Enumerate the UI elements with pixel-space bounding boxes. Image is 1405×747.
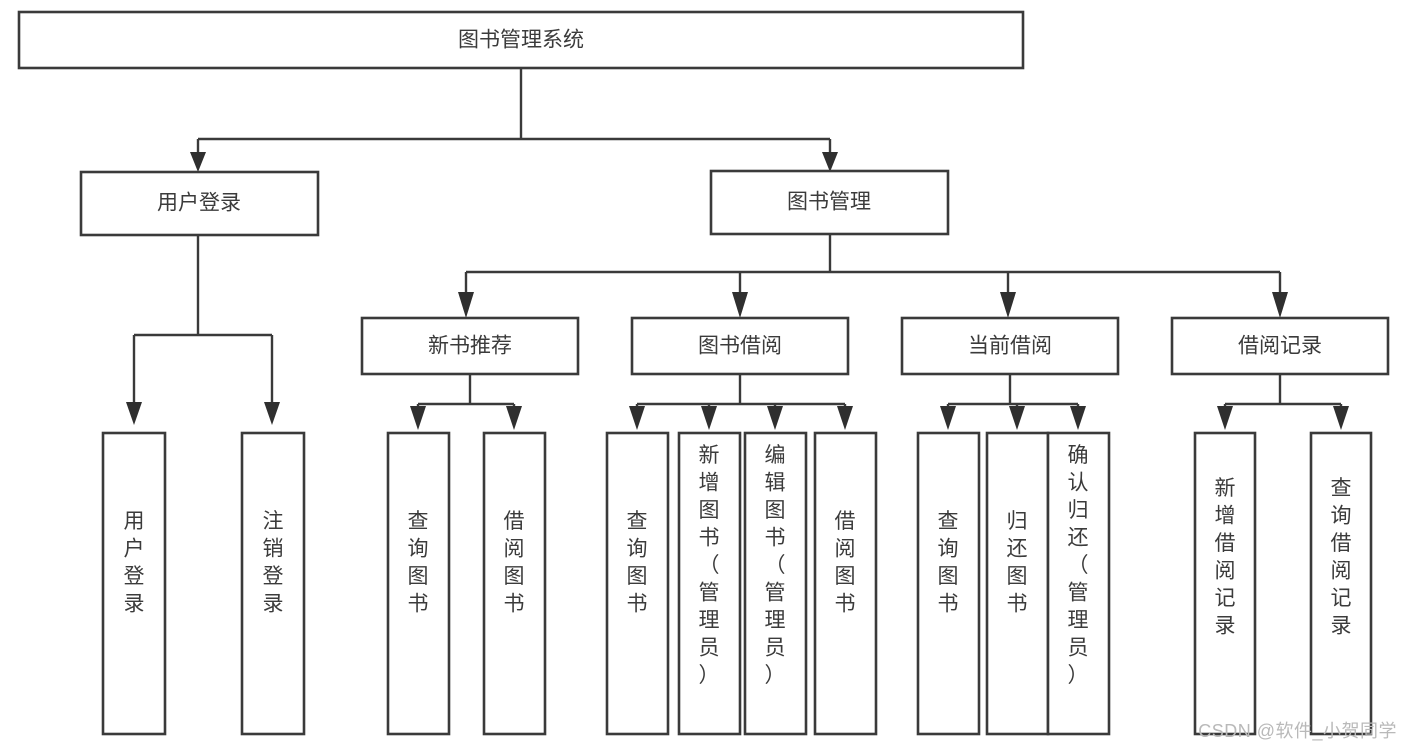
node-book-management-label: 图书管理	[787, 191, 871, 214]
arrowhead-book-management	[822, 152, 838, 172]
node-book-borrow[interactable]: 图书借阅	[630, 316, 850, 376]
node-user-login-label: 用户登录	[157, 192, 241, 215]
node-leaf-borrow-book-1-box[interactable]	[482, 431, 547, 736]
arrowhead-leaf-return-book	[1009, 406, 1025, 430]
node-current-borrow-label: 当前借阅	[968, 335, 1052, 358]
node-leaf-query-book-3-label: 查询图书	[938, 510, 959, 616]
node-leaf-borrow-book-2-label: 借阅图书	[835, 510, 856, 616]
node-root-label: 图书管理系统	[458, 29, 584, 52]
node-leaf-query-book-2-box[interactable]	[605, 431, 670, 736]
arrowhead-user-login	[190, 152, 206, 172]
node-book-borrow-label: 图书借阅	[698, 335, 782, 358]
node-leaf-user-logout[interactable]: 注销登录	[240, 431, 306, 736]
node-leaf-query-book-3-box[interactable]	[916, 431, 981, 736]
node-book-management-box[interactable]	[709, 169, 950, 236]
node-leaf-edit-book-label: 编辑图书（管理员）	[765, 444, 786, 687]
node-leaf-add-record-box[interactable]	[1193, 431, 1257, 736]
node-leaf-confirm-return-label: 确认归还（管理员）	[1068, 444, 1089, 687]
node-leaf-query-book-1-label: 查询图书	[408, 510, 429, 616]
node-borrow-record-box[interactable]	[1170, 316, 1390, 376]
node-leaf-user-logout-label: 注销登录	[263, 510, 284, 616]
node-root-box[interactable]	[17, 10, 1025, 70]
arrowhead-leaf-user-logout	[264, 402, 280, 425]
node-current-borrow[interactable]: 当前借阅	[900, 316, 1120, 376]
node-leaf-borrow-book-2[interactable]: 借阅图书	[813, 431, 878, 736]
node-user-login[interactable]: 用户登录	[79, 170, 320, 237]
node-leaf-add-book-box[interactable]	[677, 431, 742, 736]
node-user-login-box[interactable]	[79, 170, 320, 237]
connector-layer	[126, 68, 1349, 430]
arrowhead-leaf-add-book	[701, 406, 717, 430]
node-leaf-borrow-book-2-box[interactable]	[813, 431, 878, 736]
node-leaf-borrow-book-1[interactable]: 借阅图书	[482, 431, 547, 736]
node-leaf-query-book-2-label: 查询图书	[627, 510, 648, 616]
node-leaf-add-book-label: 新增图书（管理员）	[699, 444, 720, 687]
node-new-book-recommend[interactable]: 新书推荐	[360, 316, 580, 376]
node-leaf-user-login-box[interactable]	[101, 431, 167, 736]
arrowhead-leaf-query-book-1	[410, 406, 426, 430]
node-new-book-recommend-box[interactable]	[360, 316, 580, 376]
node-leaf-edit-book[interactable]: 编辑图书（管理员）	[743, 431, 808, 736]
node-leaf-query-book-3[interactable]: 查询图书	[916, 431, 981, 736]
node-leaf-edit-book-box[interactable]	[743, 431, 808, 736]
arrowhead-leaf-confirm-return	[1070, 406, 1086, 430]
arrowhead-new-book-recommend	[458, 292, 474, 318]
node-leaf-return-book[interactable]: 归还图书	[985, 431, 1050, 736]
node-leaf-query-book-1-box[interactable]	[386, 431, 451, 736]
arrowhead-leaf-query-book-2	[629, 406, 645, 430]
arrowhead-leaf-user-login	[126, 402, 142, 425]
node-leaf-query-record-label: 查询借阅记录	[1331, 477, 1352, 638]
arrowhead-borrow-record	[1272, 292, 1288, 318]
node-leaf-query-record-box[interactable]	[1309, 431, 1373, 736]
node-new-book-recommend-label: 新书推荐	[428, 335, 512, 358]
arrowhead-leaf-borrow-book-1	[506, 406, 522, 430]
node-current-borrow-box[interactable]	[900, 316, 1120, 376]
node-leaf-user-login[interactable]: 用户登录	[101, 431, 167, 736]
arrowhead-leaf-edit-book	[767, 406, 783, 430]
node-leaf-add-record[interactable]: 新增借阅记录	[1193, 431, 1257, 736]
node-borrow-record-label: 借阅记录	[1238, 335, 1322, 358]
node-leaf-query-book-2[interactable]: 查询图书	[605, 431, 670, 736]
node-leaf-borrow-book-1-label: 借阅图书	[504, 510, 525, 616]
node-leaf-query-record[interactable]: 查询借阅记录	[1309, 431, 1373, 736]
node-leaf-user-logout-box[interactable]	[240, 431, 306, 736]
arrowhead-leaf-query-record	[1333, 406, 1349, 430]
node-leaf-confirm-return-box[interactable]	[1046, 431, 1111, 736]
node-leaf-query-book-1[interactable]: 查询图书	[386, 431, 451, 736]
node-borrow-record[interactable]: 借阅记录	[1170, 316, 1390, 376]
arrowhead-current-borrow	[1000, 292, 1016, 318]
arrowhead-leaf-add-record	[1217, 406, 1233, 430]
node-root[interactable]: 图书管理系统	[17, 10, 1025, 70]
node-leaf-add-record-label: 新增借阅记录	[1215, 477, 1236, 638]
arrowhead-leaf-borrow-book-2	[837, 406, 853, 430]
node-leaf-return-book-label: 归还图书	[1007, 510, 1028, 616]
arrowhead-leaf-query-book-3	[940, 406, 956, 430]
node-leaf-add-book[interactable]: 新增图书（管理员）	[677, 431, 742, 736]
node-book-management[interactable]: 图书管理	[709, 169, 950, 236]
node-leaf-user-login-label: 用户登录	[124, 510, 145, 616]
node-book-borrow-box[interactable]	[630, 316, 850, 376]
arrowhead-book-borrow	[732, 292, 748, 318]
node-leaf-confirm-return[interactable]: 确认归还（管理员）	[1046, 431, 1111, 736]
